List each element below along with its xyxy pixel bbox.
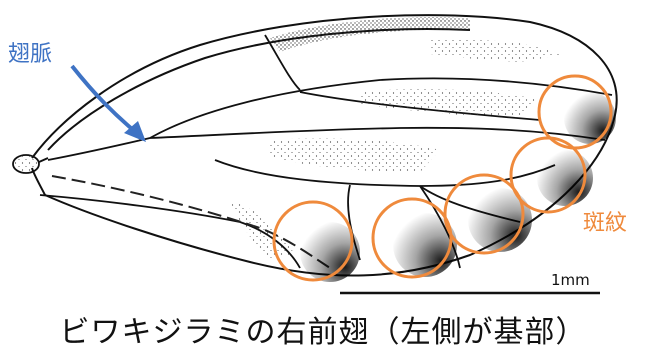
- spot-label: 斑紋: [583, 205, 627, 237]
- figure-caption: ビワキジラミの右前翅（左側が基部）: [0, 307, 646, 351]
- vein-arrow: [72, 66, 146, 142]
- wing-base: [13, 155, 48, 173]
- vein-label: 翅脈: [8, 36, 52, 68]
- scale-label: 1mm: [551, 271, 590, 289]
- dark-spots: [300, 92, 616, 282]
